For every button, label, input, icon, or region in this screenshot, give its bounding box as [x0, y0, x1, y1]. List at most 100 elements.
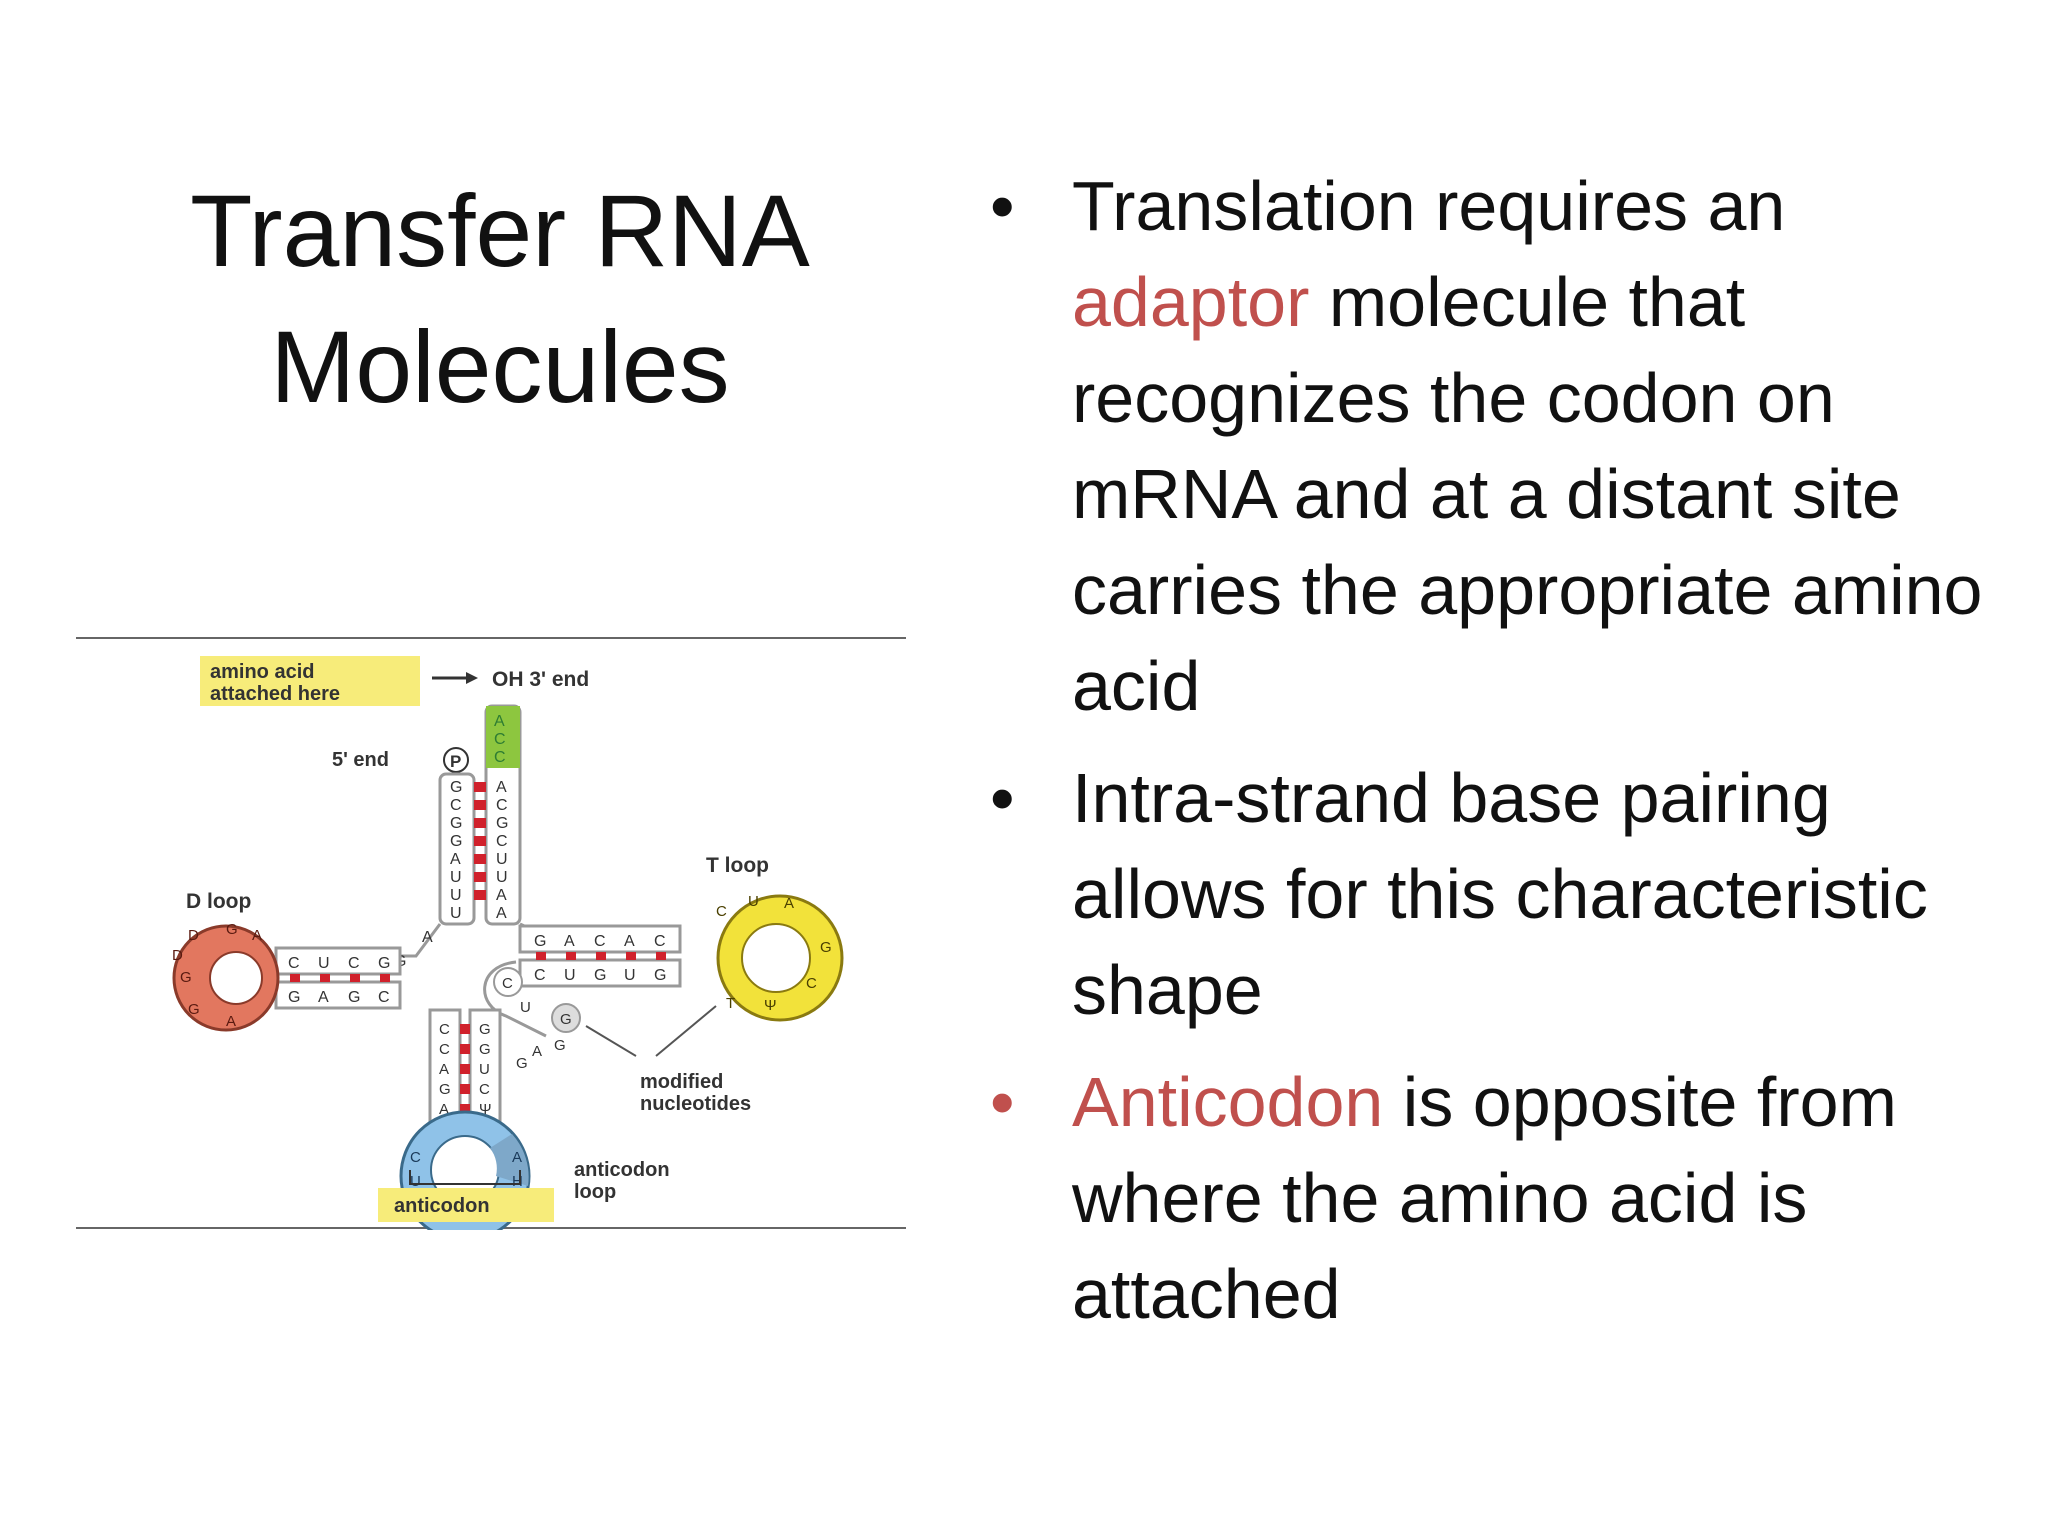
- d-loop-bases: D G A G G A D: [172, 921, 262, 1030]
- bullet-dot-icon: •: [990, 759, 1015, 837]
- anticodon-left-base: G: [439, 1081, 451, 1098]
- base-pair: [460, 1064, 470, 1074]
- variable-base: A: [532, 1043, 542, 1060]
- t-loop-inner: [741, 923, 811, 993]
- anticodon-right-base: G: [479, 1041, 491, 1058]
- t-top-base: G: [534, 933, 546, 950]
- variable-bases: C U G G A G: [502, 975, 572, 1072]
- junction-a: A: [422, 929, 433, 946]
- t-arm-top-strand: [518, 924, 682, 954]
- acceptor-left-base: U: [450, 887, 462, 904]
- base-pair: [656, 952, 666, 960]
- t-loop-base: U: [748, 893, 759, 910]
- acceptor-top-base: C: [494, 731, 506, 748]
- base-pair: [460, 1024, 470, 1034]
- acceptor-right-base: A: [496, 905, 507, 922]
- d-loop-base: G: [226, 921, 238, 938]
- phosphate-circle: [443, 747, 469, 773]
- anticodon-label-box: [378, 1188, 554, 1222]
- oh-3-end-label: OH 3' end: [492, 668, 589, 691]
- base-pair: [474, 782, 486, 792]
- acceptor-left-base: G: [450, 815, 462, 832]
- bullet-1-text-b: molecule that recognizes the codon on mR…: [1072, 263, 1983, 725]
- base-pair: [474, 836, 486, 846]
- acceptor-right-base: A: [496, 887, 507, 904]
- d-loop-base: A: [252, 927, 262, 944]
- five-prime-end-label: 5' end: [332, 749, 389, 771]
- t-bottom-base: C: [534, 967, 546, 984]
- t-loop-bases: C U A G C Ψ T: [716, 893, 832, 1014]
- d-loop-base: D: [188, 927, 199, 944]
- amino-acid-label-line2: attached here: [210, 683, 340, 705]
- acceptor-left-base: G: [450, 779, 462, 796]
- slide-title: Transfer RNA Molecules: [100, 163, 900, 435]
- anticodon-left-base: C: [439, 1041, 450, 1058]
- base-pair: [350, 974, 360, 982]
- base-pair: [380, 974, 390, 982]
- d-loop-base: A: [226, 1013, 236, 1030]
- d-top-base: C: [348, 955, 360, 972]
- anticodon-loop-side-base: C: [410, 1149, 421, 1166]
- title-line-2: Molecules: [270, 310, 730, 425]
- t-bottom-bases: C U G U G: [534, 967, 666, 984]
- variable-base: U: [520, 999, 531, 1016]
- base-pair: [474, 818, 486, 828]
- variable-base: G: [516, 1055, 528, 1072]
- d-top-base: G: [378, 955, 390, 972]
- t-bottom-base: U: [564, 967, 576, 984]
- t-loop-base: G: [820, 939, 832, 956]
- acceptor-top-base: A: [494, 713, 505, 730]
- t-loop-base: Ψ: [764, 997, 777, 1014]
- acceptor-right-base: G: [496, 815, 508, 832]
- acceptor-right-base: U: [496, 851, 508, 868]
- anticodon-left-bases: C C A G A: [439, 1021, 451, 1118]
- acceptor-left-strand: [438, 772, 476, 926]
- base-pair: [566, 952, 576, 960]
- t-top-base: C: [594, 933, 606, 950]
- bullet-1-text-a: Translation requires an: [1072, 167, 1786, 245]
- bullet-dot-icon: •: [990, 1063, 1015, 1141]
- t-loop-base: C: [716, 903, 727, 920]
- base-pair: [460, 1044, 470, 1054]
- acceptor-cca-tail: [486, 706, 520, 768]
- base-pair: [460, 1104, 470, 1114]
- trna-diagram: amino acid attached here OH 3' end 5' en…: [76, 636, 906, 1230]
- acceptor-right-base: C: [496, 797, 508, 814]
- bullet-item-3: • Anticodon is opposite from where the a…: [990, 1054, 1990, 1342]
- bullet-dot-icon: •: [990, 167, 1015, 245]
- base-pair: [474, 854, 486, 864]
- variable-loop: [483, 960, 547, 1038]
- t-loop-base: A: [784, 895, 794, 912]
- t-loop-base: T: [726, 995, 735, 1012]
- anticodon-right-base: G: [479, 1021, 491, 1038]
- d-top-base: U: [318, 955, 330, 972]
- phosphate-label: P: [450, 752, 461, 771]
- acceptor-top-base: C: [494, 749, 506, 766]
- title-line-1: Transfer RNA: [190, 174, 810, 289]
- d-bottom-base: G: [348, 989, 360, 1006]
- d-top-base: C: [288, 955, 300, 972]
- anticodon-right-base: U: [479, 1061, 490, 1078]
- acceptor-right-base: U: [496, 869, 508, 886]
- anticodon-left-base: C: [439, 1021, 450, 1038]
- anticodon-right-base: C: [479, 1081, 490, 1098]
- acceptor-left-base: U: [450, 905, 462, 922]
- d-arm-bottom-strand: [274, 980, 402, 1010]
- anticodon-loop-label-2: loop: [574, 1181, 616, 1203]
- t-bottom-base: G: [594, 967, 606, 984]
- bullet-item-2: • Intra-strand base pairing allows for t…: [990, 750, 1990, 1038]
- d-loop-base: G: [188, 1001, 200, 1018]
- modified-base-circle: [551, 1003, 581, 1033]
- bullet-3-text: is opposite from where the amino acid is…: [1072, 1063, 1897, 1333]
- d-top-bases: C U C G: [288, 955, 390, 972]
- bullet-3-highlight: Anticodon: [1072, 1063, 1384, 1141]
- anticodon-right-bases: G G U C Ψ: [479, 1021, 492, 1118]
- acceptor-base-pairs: [474, 782, 486, 900]
- variable-base: G: [560, 1011, 572, 1028]
- t-top-base: C: [654, 933, 666, 950]
- t-loop-label: T loop: [706, 854, 769, 877]
- anticodon-loop-side-base: U: [410, 1173, 421, 1190]
- acceptor-left-bases: G C G G A U U U: [450, 779, 462, 922]
- base-pair: [626, 952, 636, 960]
- acceptor-left-base: G: [450, 833, 462, 850]
